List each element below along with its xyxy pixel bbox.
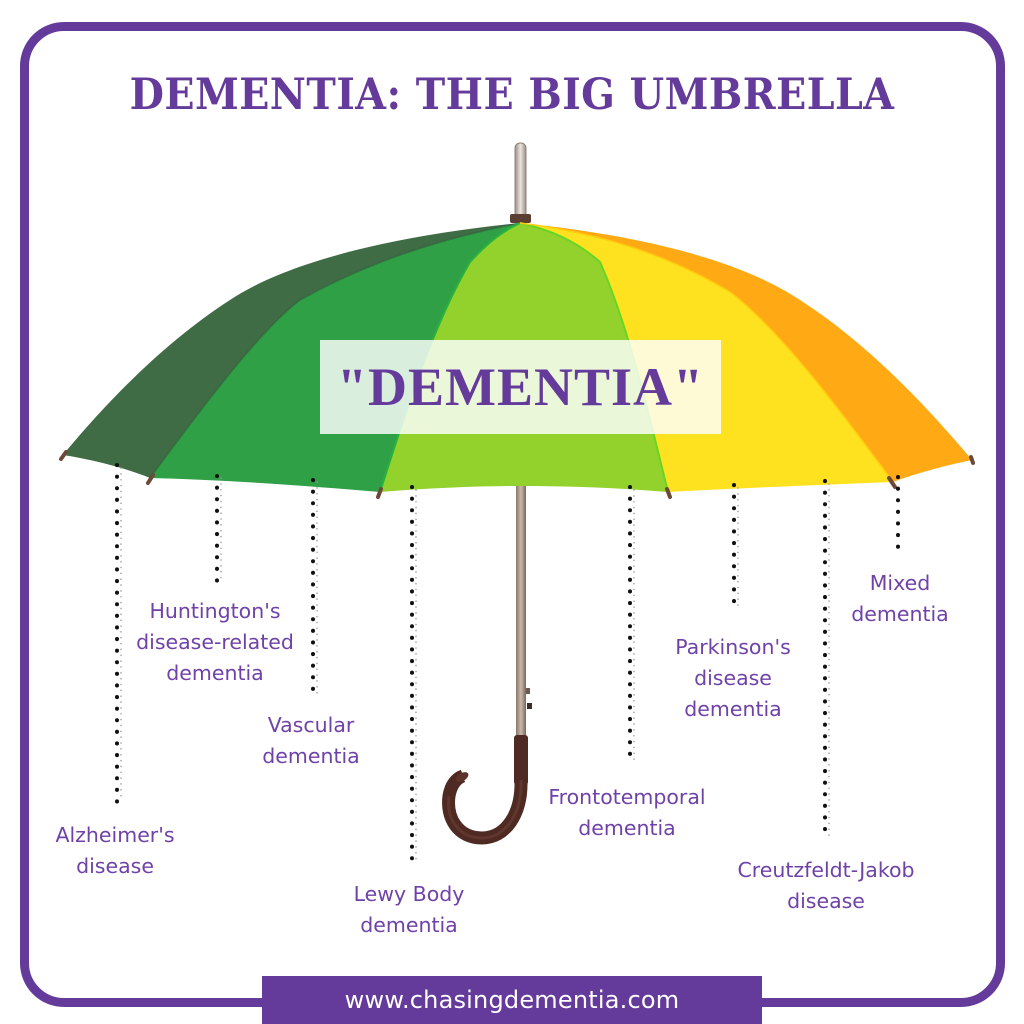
umbrella-shaft bbox=[516, 486, 532, 738]
connector-line-shadows bbox=[120, 467, 830, 861]
page-title: DEMENTIA: THE BIG UMBRELLA bbox=[129, 70, 895, 120]
center-label-box: "DEMENTIA" bbox=[320, 340, 721, 434]
rib-tips bbox=[59, 450, 975, 499]
umbrella-tip-icon bbox=[510, 142, 531, 223]
label-parkinsons: Parkinson's disease dementia bbox=[675, 635, 791, 721]
canopy-panel-orange bbox=[520, 223, 972, 482]
label-lewy-body: Lewy Body dementia bbox=[353, 882, 465, 937]
center-label: "DEMENTIA" bbox=[337, 357, 704, 417]
label-huntingtons: Huntington's disease-related dementia bbox=[136, 599, 294, 685]
website-link[interactable]: www.chasingdementia.com bbox=[344, 986, 680, 1014]
label-mixed: Mixed dementia bbox=[851, 571, 949, 626]
label-creutzfeldt-jakob: Creutzfeldt-Jakob disease bbox=[737, 858, 915, 913]
connector-lines bbox=[115, 463, 900, 864]
umbrella-handle-icon bbox=[442, 735, 528, 845]
label-vascular: Vascular dementia bbox=[262, 713, 360, 768]
footer-banner: www.chasingdementia.com bbox=[262, 976, 762, 1024]
label-frontotemporal: Frontotemporal dementia bbox=[548, 785, 706, 840]
label-alzheimers: Alzheimer's disease bbox=[55, 823, 175, 878]
canopy-panel-dark-green bbox=[63, 223, 520, 478]
